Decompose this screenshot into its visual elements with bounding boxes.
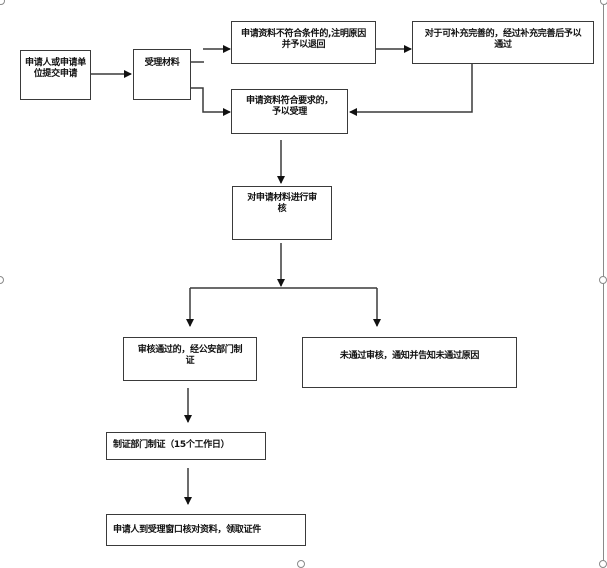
node-collect: 申请人到受理窗口核对资料，领取证件 (106, 514, 306, 546)
node-submit-label: 申请人或申请单位提交申请 (25, 58, 86, 79)
node-supplement-label: 对于可补充完善的，经过补充完善后予以通过 (424, 29, 582, 50)
node-collect-label: 申请人到受理窗口核对资料，领取证件 (113, 525, 261, 535)
node-produce-label: 制证部门制证（15个工作日） (113, 440, 230, 450)
node-review-label: 对申请材料进行审核 (247, 193, 317, 214)
node-approved-label: 审核通过的，经公安部门制证 (137, 345, 243, 366)
resize-handle-top-right[interactable] (600, 0, 607, 5)
resize-handle-top-left[interactable] (0, 0, 5, 5)
node-approved: 审核通过的，经公安部门制证 (123, 337, 257, 381)
node-produce: 制证部门制证（15个工作日） (106, 432, 266, 460)
node-accept-label: 受理材料 (144, 58, 180, 68)
node-denied-label: 未通过审核，通知并告知未通过原因 (339, 351, 480, 361)
node-accepted: 申请资料符合要求的，予以受理 (231, 89, 348, 134)
node-accept: 受理材料 (133, 49, 191, 100)
node-reject: 申请资料不符合条件的,注明原因并予以退回 (231, 21, 376, 64)
node-denied: 未通过审核，通知并告知未通过原因 (302, 337, 517, 388)
node-submit: 申请人或申请单位提交申请 (20, 50, 91, 100)
node-supplement: 对于可补充完善的，经过补充完善后予以通过 (412, 21, 594, 64)
node-reject-label: 申请资料不符合条件的,注明原因并予以退回 (241, 29, 366, 50)
edge-supplement-accepted (349, 63, 473, 116)
edge-accept-accepted (190, 87, 231, 116)
node-accepted-label: 申请资料符合要求的，予以受理 (245, 96, 333, 117)
node-review: 对申请材料进行审核 (232, 186, 332, 240)
